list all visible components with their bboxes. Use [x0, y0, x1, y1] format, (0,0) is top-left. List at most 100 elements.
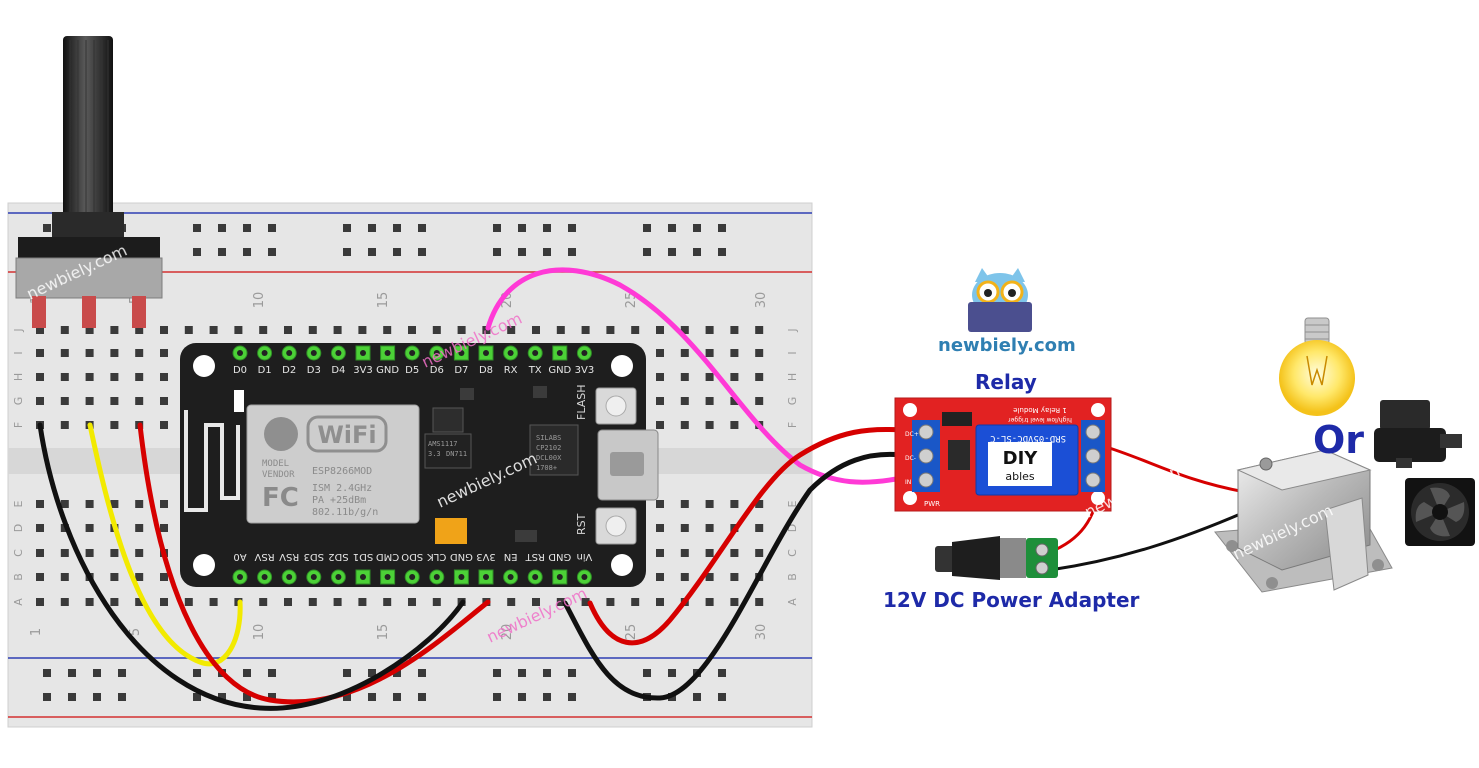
column-number: 30 — [754, 292, 769, 309]
rail-hole — [568, 224, 576, 232]
trigger-jumper[interactable] — [942, 412, 972, 426]
row-letter: I — [12, 351, 25, 354]
rail-hole — [668, 248, 676, 256]
breadboard-hole — [656, 421, 664, 429]
bulb-glass — [1279, 340, 1355, 416]
breadboard-hole — [705, 573, 714, 581]
breadboard-hole — [730, 373, 739, 381]
terminal-screw[interactable] — [918, 472, 934, 488]
terminal-screw[interactable] — [1085, 448, 1101, 464]
wire-pot-gnd — [37, 422, 466, 711]
breadboard-hole — [184, 598, 193, 606]
breadboard-hole — [705, 549, 714, 557]
esp-pin-label: TX — [528, 365, 542, 376]
esp-pin-label: 3V3 — [575, 365, 595, 376]
rail-hole — [418, 248, 426, 256]
breadboard-hole — [60, 549, 69, 557]
rail-hole — [718, 248, 726, 256]
newbiely-owl-logo — [968, 268, 1032, 332]
breadboard-hole — [730, 326, 739, 334]
potentiometer-collar — [52, 212, 124, 240]
breadboard-hole — [606, 326, 615, 334]
breadboard-hole — [110, 373, 119, 381]
rail-hole — [368, 693, 376, 701]
breadboard-hole — [85, 500, 94, 508]
esp-pin-label: D1 — [258, 365, 272, 376]
terminal-screw[interactable] — [1035, 561, 1049, 575]
breadboard-hole — [680, 500, 689, 508]
potentiometer — [15, 36, 163, 328]
breadboard-hole — [36, 397, 44, 405]
brand-site-text: newbiely.com — [938, 335, 1076, 356]
esp-pin-label: D4 — [331, 365, 345, 376]
rail-hole — [643, 224, 651, 232]
row-letter: C — [12, 549, 25, 557]
breadboard-hole — [284, 598, 292, 606]
rail-hole — [43, 693, 51, 701]
pin-hole — [409, 350, 416, 356]
fc-mark: FC — [262, 483, 299, 513]
rail-hole — [568, 248, 576, 256]
pin-hole — [507, 350, 514, 356]
rail-hole — [543, 669, 551, 677]
relay-pin-label: DC+ — [905, 431, 919, 438]
esp-pin-label: 3V3 — [353, 365, 373, 376]
pin-hole — [335, 350, 342, 356]
dc-jack-tip — [935, 546, 957, 572]
voltage-regulator — [424, 433, 472, 469]
breadboard-hole — [259, 326, 268, 334]
terminal-screw[interactable] — [1035, 543, 1049, 557]
module-line: MODEL — [262, 459, 289, 469]
breadboard-hole — [160, 573, 168, 581]
breadboard-hole — [507, 598, 516, 606]
smd-component — [533, 386, 547, 398]
terminal-screw[interactable] — [1085, 472, 1101, 488]
esp-pin-label: D3 — [307, 365, 321, 376]
breadboard-hole — [680, 349, 689, 357]
breadboard-hole — [705, 373, 714, 381]
mount-hole — [1091, 403, 1105, 417]
rail-hole — [493, 248, 501, 256]
rail-hole — [668, 224, 676, 232]
row-letter: J — [12, 328, 25, 332]
terminal-screw[interactable] — [918, 424, 934, 440]
terminal-screw[interactable] — [1085, 424, 1101, 440]
usb-serial-chip — [529, 424, 579, 476]
terminal-screw[interactable] — [918, 448, 934, 464]
pin-hole — [532, 350, 539, 356]
breadboard-hole — [755, 397, 764, 405]
rail-hole — [43, 669, 51, 677]
mount-hole — [611, 554, 633, 576]
breadboard-hole — [234, 326, 243, 334]
esp-pin-label: SD2 — [328, 551, 348, 562]
rail-hole — [93, 693, 101, 701]
rail-hole — [568, 693, 576, 701]
rail-hole — [518, 693, 526, 701]
wire-relay-vcc — [587, 426, 905, 646]
relay-module: DC+ DC- IN DIY ables SRD-05VDC-SL-C 1 Re… — [894, 397, 1112, 512]
esp-pin-label: 3V3 — [476, 551, 496, 562]
pin-hole — [556, 574, 563, 580]
breadboard-hole — [85, 373, 94, 381]
flash-button-label: FLASH — [575, 385, 588, 421]
rail-hole — [568, 669, 576, 677]
light-bulb-icon — [1279, 317, 1355, 416]
module-line: ISM 2.4GHz — [312, 483, 372, 494]
breadboard-hole — [705, 500, 714, 508]
reset-button-label: RST — [575, 513, 588, 535]
breadboard-hole — [308, 326, 317, 334]
breadboard-hole — [656, 524, 664, 532]
esp-pin-label: RSV — [279, 551, 299, 562]
relay-header: 1 Relay Module — [1013, 406, 1067, 414]
breadboard-hole — [36, 326, 44, 334]
row-letter: J — [786, 328, 799, 332]
relay-trigger: high/low level trigger — [1008, 416, 1072, 423]
breadboard-hole — [110, 573, 119, 581]
breadboard-hole — [160, 373, 168, 381]
pin-hole — [384, 574, 391, 580]
breadboard-hole — [631, 326, 640, 334]
breadboard-hole — [85, 598, 94, 606]
